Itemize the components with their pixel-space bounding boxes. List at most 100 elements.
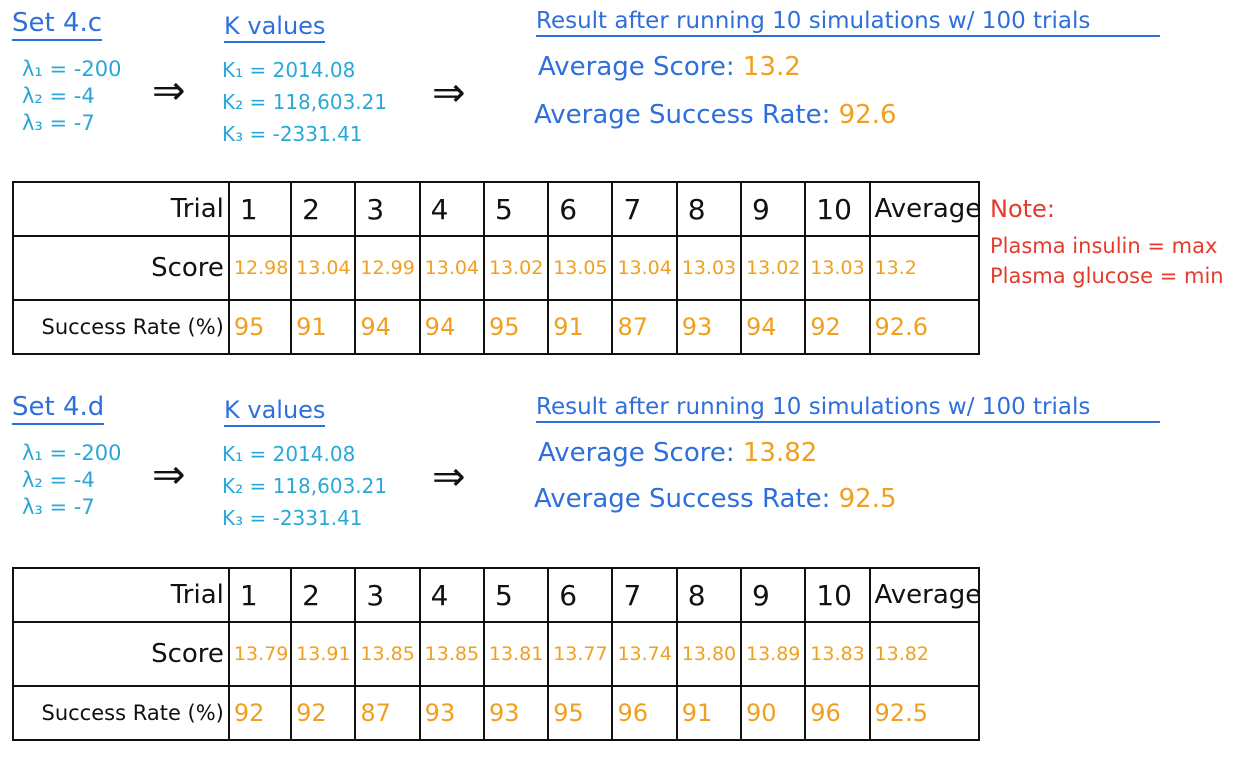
score-cell: 13.85 xyxy=(354,621,421,687)
success-rate-cell: 91 xyxy=(547,299,614,355)
success-rate-cell: 92 xyxy=(290,685,357,741)
trial-header-cell: 10 xyxy=(804,567,871,623)
success-rate-cell: 94 xyxy=(418,299,485,355)
success-rate-cell: 91 xyxy=(290,299,357,355)
arrow-icon: ⇒ xyxy=(432,70,466,116)
score-cell: 13.74 xyxy=(611,621,678,687)
success-rate-cell: 96 xyxy=(804,685,871,741)
note-box: Note: Plasma insulin = max Plasma glucos… xyxy=(990,195,1224,291)
trial-header-cell: 8 xyxy=(675,181,743,237)
success-rate-cell: 95 xyxy=(227,299,293,355)
average-score-label: Average Score: xyxy=(538,52,735,82)
score-cell: 13.83 xyxy=(804,621,871,687)
success-rate-cell: 92 xyxy=(804,299,871,355)
score-cell: 13.82 xyxy=(868,621,981,687)
row-label-score: Score xyxy=(12,235,230,301)
success-rate-cell: 95 xyxy=(482,299,550,355)
trial-header-cell: 8 xyxy=(675,567,743,623)
arrow-icon: ⇒ xyxy=(152,452,186,498)
average-score: Average Score: 13.2 xyxy=(538,52,801,82)
set-title: Set 4.c xyxy=(12,8,103,41)
success-rate-cell: 90 xyxy=(739,685,807,741)
trial-header-cell: 4 xyxy=(418,181,485,237)
success-rate-cell: 87 xyxy=(611,299,678,355)
k-value-3: K₃ = -2331.41 xyxy=(222,506,363,530)
success-rate-cell: 93 xyxy=(418,685,485,741)
average-score-value: 13.2 xyxy=(742,52,801,82)
success-rate-cell: 95 xyxy=(547,685,614,741)
trial-header-cell: 3 xyxy=(354,181,421,237)
row-label-score: Score xyxy=(12,621,230,687)
k-value-1: K₁ = 2014.08 xyxy=(222,58,356,82)
score-cell: 13.2 xyxy=(868,235,981,301)
result-header: Result after running 10 simulations w/ 1… xyxy=(536,394,1160,423)
average-score-value: 13.82 xyxy=(742,438,818,468)
score-cell: 13.85 xyxy=(418,621,485,687)
trial-header-cell: 2 xyxy=(290,181,357,237)
success-rate-cell: 87 xyxy=(354,685,421,741)
lambda-1: λ₁ = -200 xyxy=(22,441,122,465)
trial-header-cell: 1 xyxy=(227,567,293,623)
trial-header-cell: 1 xyxy=(227,181,293,237)
score-cell: 13.03 xyxy=(804,235,871,301)
trial-header-cell: 6 xyxy=(547,181,614,237)
success-rate-cell: 94 xyxy=(354,299,421,355)
average-score: Average Score: 13.82 xyxy=(538,438,817,468)
trial-header-cell: Average xyxy=(868,181,981,237)
arrow-icon: ⇒ xyxy=(152,68,186,114)
score-cell: 12.98 xyxy=(227,235,293,301)
row-label-trial: Trial xyxy=(12,181,230,237)
row-label-trial: Trial xyxy=(12,567,230,623)
lambda-2: λ₂ = -4 xyxy=(22,84,95,108)
k-values-list: K₁ = 2014.08 K₂ = 118,603.21 K₃ = -2331.… xyxy=(222,54,387,150)
k-value-2: K₂ = 118,603.21 xyxy=(222,474,388,498)
average-rate-label: Average Success Rate: xyxy=(534,100,831,130)
trial-header-cell: 4 xyxy=(418,567,485,623)
result-header: Result after running 10 simulations w/ 1… xyxy=(536,8,1160,37)
arrow-icon: ⇒ xyxy=(432,454,466,500)
success-rate-cell: 91 xyxy=(675,685,743,741)
score-cell: 13.89 xyxy=(739,621,807,687)
k-values-list: K₁ = 2014.08 K₂ = 118,603.21 K₃ = -2331.… xyxy=(222,438,387,534)
trial-header-cell: 7 xyxy=(611,567,678,623)
trial-header-cell: 9 xyxy=(739,567,807,623)
success-rate-cell: 93 xyxy=(675,299,743,355)
average-rate-label: Average Success Rate: xyxy=(534,484,831,514)
k-value-3: K₃ = -2331.41 xyxy=(222,122,363,146)
score-cell: 13.79 xyxy=(227,621,293,687)
score-cell: 12.99 xyxy=(354,235,421,301)
row-label-success-rate: Success Rate (%) xyxy=(12,299,230,355)
note-title: Note: xyxy=(990,195,1055,223)
success-rate-cell: 96 xyxy=(611,685,678,741)
score-cell: 13.04 xyxy=(418,235,485,301)
score-cell: 13.80 xyxy=(675,621,743,687)
k-values-title: K values xyxy=(224,396,326,427)
trial-header-cell: 5 xyxy=(482,567,550,623)
lambda-list: λ₁ = -200 λ₂ = -4 λ₃ = -7 xyxy=(22,440,121,521)
score-cell: 13.91 xyxy=(290,621,357,687)
trial-header-cell: 10 xyxy=(804,181,871,237)
note-line-glucose: Plasma glucose = min xyxy=(990,264,1224,288)
score-cell: 13.02 xyxy=(739,235,807,301)
lambda-2: λ₂ = -4 xyxy=(22,468,95,492)
average-score-label: Average Score: xyxy=(538,438,735,468)
score-cell: 13.77 xyxy=(547,621,614,687)
success-rate-cell: 92.5 xyxy=(868,685,981,741)
k-values-title: K values xyxy=(224,12,326,43)
lambda-3: λ₃ = -7 xyxy=(22,111,95,135)
average-success-rate: Average Success Rate: 92.5 xyxy=(534,484,897,514)
success-rate-cell: 93 xyxy=(482,685,550,741)
k-value-2: K₂ = 118,603.21 xyxy=(222,90,388,114)
success-rate-cell: 92 xyxy=(227,685,293,741)
trial-header-cell: 6 xyxy=(547,567,614,623)
k-value-1: K₁ = 2014.08 xyxy=(222,442,356,466)
trial-header-cell: 5 xyxy=(482,181,550,237)
lambda-1: λ₁ = -200 xyxy=(22,57,122,81)
average-rate-value: 92.5 xyxy=(838,484,897,514)
